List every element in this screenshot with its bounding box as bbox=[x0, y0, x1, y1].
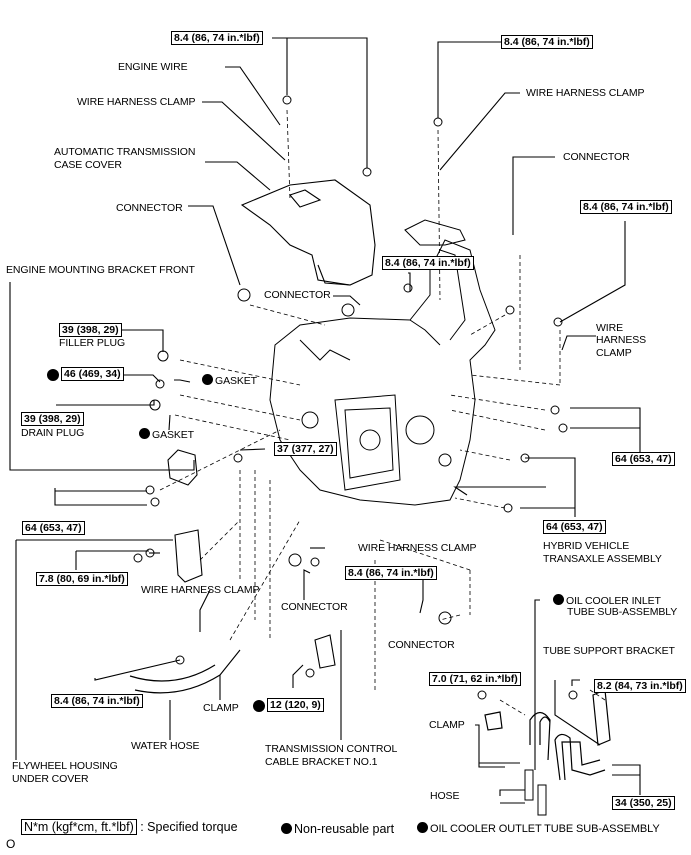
label-connector: CONNECTOR bbox=[281, 601, 348, 613]
label-wire-harness-clamp: WIRE HARNESS CLAMP bbox=[77, 96, 196, 108]
torque-spec: 46 (469, 34) bbox=[61, 367, 124, 381]
label-wire-harness-clamp: WIRE bbox=[596, 322, 624, 334]
engine-mounting-bracket-shape bbox=[167, 449, 198, 486]
legend-non-reusable: Non-reusable part bbox=[281, 822, 394, 836]
label-flywheel-cover: UNDER COVER bbox=[12, 773, 89, 785]
tcc-bracket-shape bbox=[314, 634, 336, 669]
label-filler-plug: FILLER PLUG bbox=[59, 337, 126, 349]
label-clamp: CLAMP bbox=[429, 719, 465, 731]
legend-torque-unit: N*m (kgf*cm, ft.*lbf) bbox=[21, 819, 137, 835]
torque-spec: 7.8 (80, 69 in.*lbf) bbox=[36, 572, 128, 586]
label-hybrid-transaxle: HYBRID VEHICLE bbox=[543, 540, 630, 552]
label-at-case-cover: CASE COVER bbox=[54, 159, 122, 171]
torque-spec: 39 (398, 29) bbox=[21, 412, 84, 426]
label-tcc-bracket: CABLE BRACKET NO.1 bbox=[265, 756, 378, 768]
assembly-dashed-lines bbox=[159, 109, 606, 716]
label-gasket: GASKET bbox=[202, 374, 257, 387]
legend-torque: N*m (kgf*cm, ft.*lbf) : Specified torque bbox=[21, 819, 238, 835]
non-reusable-marker bbox=[417, 822, 428, 833]
label-wire-harness-clamp: HARNESS bbox=[596, 334, 647, 346]
torque-spec: 8.4 (86, 74 in.*lbf) bbox=[171, 31, 263, 45]
torque-spec: 12 (120, 9) bbox=[267, 698, 324, 712]
label-oil-cooler-inlet: OIL COOLER INLET bbox=[553, 594, 661, 607]
label-flywheel-cover: FLYWHEEL HOUSING bbox=[12, 760, 118, 772]
leader-lines bbox=[9, 37, 641, 804]
torque-spec: 34 (350, 25) bbox=[612, 796, 675, 810]
water-hose-shape bbox=[129, 664, 221, 694]
bolt-shapes bbox=[133, 95, 578, 700]
label-wire-harness-clamp: WIRE HARNESS CLAMP bbox=[526, 87, 645, 99]
hose-shapes bbox=[524, 769, 547, 816]
label-wire-harness-clamp: WIRE HARNESS CLAMP bbox=[141, 584, 260, 596]
label-hose: HOSE bbox=[430, 790, 460, 802]
torque-spec: 7.0 (71, 62 in.*lbf) bbox=[429, 672, 521, 686]
label-gasket: GASKET bbox=[139, 428, 194, 441]
label-connector: CONNECTOR bbox=[264, 289, 331, 301]
torque-spec: 64 (653, 47) bbox=[612, 452, 675, 466]
label-engine-mounting-bracket: ENGINE MOUNTING BRACKET FRONT bbox=[6, 264, 195, 276]
torque-spec: 8.2 (84, 73 in.*lbf) bbox=[594, 679, 686, 693]
torque-spec: 8.4 (86, 74 in.*lbf) bbox=[580, 200, 672, 214]
label-connector: CONNECTOR bbox=[116, 202, 183, 214]
torque-spec: 64 (653, 47) bbox=[22, 521, 85, 535]
label-clamp: CLAMP bbox=[203, 702, 239, 714]
non-reusable-marker bbox=[139, 428, 150, 439]
label-hybrid-transaxle: TRANSAXLE ASSEMBLY bbox=[543, 553, 662, 565]
label-water-hose: WATER HOSE bbox=[131, 740, 200, 752]
label-connector: CONNECTOR bbox=[563, 151, 630, 163]
label-tcc-bracket: TRANSMISSION CONTROL bbox=[265, 743, 398, 755]
torque-spec: 37 (377, 27) bbox=[274, 442, 337, 456]
label-wire-harness-clamp: CLAMP bbox=[596, 347, 632, 359]
transaxle-body-shape bbox=[269, 219, 496, 506]
label-engine-wire: ENGINE WIRE bbox=[118, 61, 188, 73]
torque-spec: 8.4 (86, 74 in.*lbf) bbox=[345, 566, 437, 580]
torque-spec: 8.4 (86, 74 in.*lbf) bbox=[382, 256, 474, 270]
non-reusable-marker bbox=[281, 823, 292, 834]
torque-spec: 8.4 (86, 74 in.*lbf) bbox=[51, 694, 143, 708]
non-reusable-marker bbox=[202, 374, 213, 385]
torque-spec: 8.4 (86, 74 in.*lbf) bbox=[501, 35, 593, 49]
at-case-cover-shape bbox=[240, 179, 376, 286]
non-reusable-marker bbox=[253, 700, 265, 712]
label-wire-harness-clamp: WIRE HARNESS CLAMP bbox=[358, 542, 477, 554]
label-tube-support-bracket: TUBE SUPPORT BRACKET bbox=[543, 645, 675, 657]
label-connector: CONNECTOR bbox=[388, 639, 455, 651]
flywheel-cover-shape bbox=[174, 529, 203, 583]
legend-torque-desc: : Specified torque bbox=[140, 820, 238, 834]
label-drain-plug: DRAIN PLUG bbox=[21, 427, 85, 439]
label-oil-cooler-outlet: OIL COOLER OUTLET TUBE SUB-ASSEMBLY bbox=[417, 822, 660, 835]
non-reusable-marker bbox=[47, 369, 59, 381]
label-oil-cooler-inlet: TUBE SUB-ASSEMBLY bbox=[567, 606, 678, 618]
torque-spec: 64 (653, 47) bbox=[543, 520, 606, 534]
label-at-case-cover: AUTOMATIC TRANSMISSION bbox=[54, 146, 196, 158]
torque-spec: 39 (398, 29) bbox=[59, 323, 122, 337]
non-reusable-marker bbox=[553, 594, 564, 605]
corner-mark: O bbox=[6, 837, 16, 851]
